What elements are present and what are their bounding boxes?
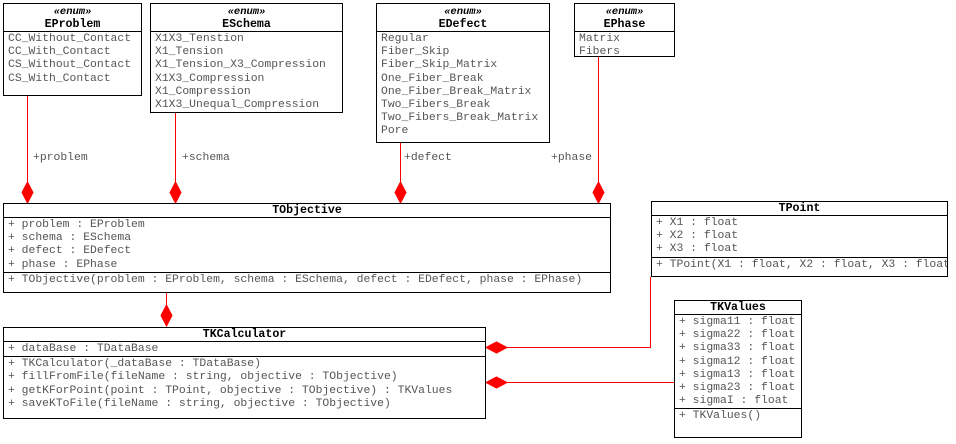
class-name: EDefect <box>438 18 488 31</box>
class-header: «enum» EPhase <box>575 4 674 32</box>
class-box-tobjective[interactable]: TObjective + problem : EProblem+ schema … <box>3 203 611 293</box>
enum-literal-row: Two_Fibers_Break <box>381 99 491 112</box>
stereotype-label: «enum» <box>444 6 482 18</box>
enum-literal-row: Fiber_Skip <box>381 46 450 59</box>
enum-literal-row: Pore <box>381 125 409 138</box>
enum-literal-row: X1X3_Tenstion <box>155 33 244 45</box>
composition-tkvalues-tkcalculator <box>484 376 674 389</box>
composition-ephase-tobjective <box>592 57 605 205</box>
class-name: EProblem <box>44 18 101 31</box>
enum-literal-row: X1X3_Compression <box>155 72 265 85</box>
stereotype-label: «enum» <box>53 6 92 18</box>
composition-tobjective-tkcalculator <box>160 293 173 328</box>
role-label-problem: +problem <box>33 152 88 164</box>
class-header: «enum» ESchema <box>151 4 342 32</box>
attributes-section: + dataBase : TDataBase <box>4 342 485 356</box>
role-label-phase: +phase <box>551 152 593 164</box>
method-row: + TObjective(problem : EProblem, schema … <box>8 273 583 286</box>
enum-literal-row: One_Fiber_Break <box>381 72 484 85</box>
enum-literal-row: CS_With_Contact <box>8 72 111 85</box>
class-header: TPoint <box>652 202 947 216</box>
class-name: TObjective <box>272 204 342 217</box>
stereotype-label: «enum» <box>227 6 266 18</box>
class-box-tpoint[interactable]: TPoint + X1 : float+ X2 : float+ X3 : fl… <box>651 201 948 277</box>
methods-section: + TKValues() <box>675 408 801 437</box>
enum-literal-row: X1X3_Unequal_Compression <box>155 99 320 112</box>
method-row: + fillFromFile(fileName : string, object… <box>8 371 398 384</box>
method-row: + saveKToFile(fileName : string, objecti… <box>8 397 391 410</box>
enum-literal-row: X1_Tension_X3_Compression <box>155 59 326 72</box>
methods-section: + TObjective(problem : EProblem, schema … <box>4 271 610 292</box>
class-header: TObjective <box>4 204 610 218</box>
attribute-row: + X1 : float <box>656 217 739 229</box>
enum-literal-row: X1_Compression <box>155 85 251 98</box>
class-header: TKValues <box>675 301 801 315</box>
role-label-defect: +defect <box>404 152 452 164</box>
method-row: + TKCalculator(_dataBase : TDataBase) <box>8 358 261 371</box>
attribute-row: + sigmaI : float <box>679 395 789 408</box>
class-name: EPhase <box>603 18 646 31</box>
class-box-tkcalculator[interactable]: TKCalculator + dataBase : TDataBase + TK… <box>3 327 486 419</box>
enum-literal-row: Matrix <box>579 33 621 45</box>
stereotype-label: «enum» <box>605 6 644 18</box>
attributes-section: + problem : EProblem+ schema : ESchema+ … <box>4 218 610 272</box>
attribute-row: + X3 : float <box>656 243 739 256</box>
class-header: «enum» EProblem <box>4 4 141 32</box>
attribute-row: + schema : ESchema <box>8 232 132 245</box>
composition-eproblem-tobjective <box>21 96 34 205</box>
attribute-row: + sigma12 : float <box>679 355 796 368</box>
class-name: TPoint <box>778 202 821 215</box>
class-header: TKCalculator <box>4 328 485 342</box>
class-header: «enum» EDefect <box>377 4 549 32</box>
attribute-row: + defect : EDefect <box>8 245 132 258</box>
attribute-row: + phase : EPhase <box>8 258 118 271</box>
composition-eschema-tobjective <box>169 113 182 205</box>
enum-literal-row: CC_With_Contact <box>8 46 111 59</box>
method-row: + TPoint(X1 : float, X2 : float, X3 : fl… <box>656 258 947 271</box>
attribute-row: + sigma33 : float <box>679 342 796 355</box>
attribute-row: + sigma13 : float <box>679 368 796 381</box>
methods-section: + TPoint(X1 : float, X2 : float, X3 : fl… <box>652 256 947 276</box>
class-name: TKValues <box>710 301 766 314</box>
enum-literal-row: CS_Without_Contact <box>8 59 132 72</box>
attribute-row: + sigma11 : float <box>679 316 796 328</box>
enum-literal-row: Fibers <box>579 46 621 57</box>
attribute-row: + problem : EProblem <box>8 219 145 231</box>
methods-section: + TKCalculator(_dataBase : TDataBase)+ f… <box>4 356 485 418</box>
role-label-schema: +schema <box>182 152 230 164</box>
attribute-row: + sigma22 : float <box>679 329 796 342</box>
enum-literal-row: CC_Without_Contact <box>8 33 132 45</box>
attribute-row: + dataBase : TDataBase <box>8 343 159 355</box>
class-name: ESchema <box>222 18 271 31</box>
enum-literal-row: X1_Tension <box>155 46 224 59</box>
method-row: + getKForPoint(point : TPoint, objective… <box>8 384 453 397</box>
enum-literal-row: Regular <box>381 33 429 45</box>
class-box-tkvalues[interactable]: TKValues + sigma11 : float+ sigma22 : fl… <box>674 300 802 438</box>
class-name: TKCalculator <box>202 328 287 341</box>
attribute-row: + X2 : float <box>656 230 739 243</box>
enum-literal-row: Two_Fibers_Break_Matrix <box>381 112 539 125</box>
attributes-section: + sigma11 : float+ sigma22 : float+ sigm… <box>675 315 801 408</box>
enum-literal-row: One_Fiber_Break_Matrix <box>381 85 532 98</box>
method-row: + TKValues() <box>679 410 762 423</box>
enum-literal-row: Fiber_Skip_Matrix <box>381 59 498 72</box>
attributes-section: + X1 : float+ X2 : float+ X3 : float <box>652 216 947 257</box>
attribute-row: + sigma23 : float <box>679 382 796 395</box>
